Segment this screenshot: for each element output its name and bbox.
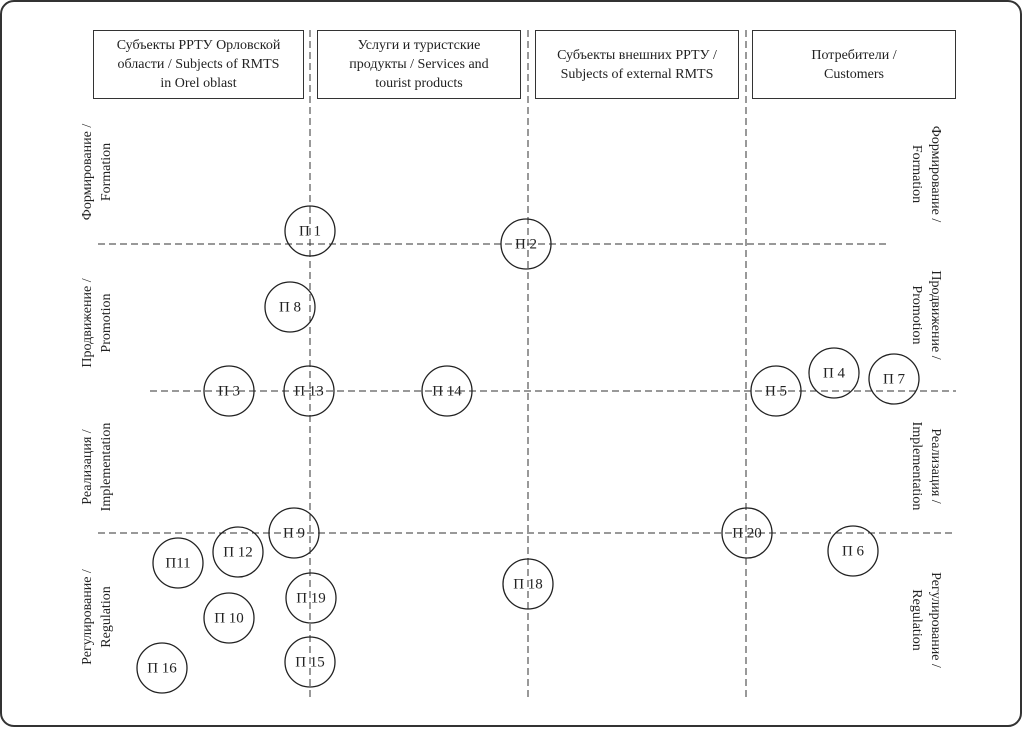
node-label: П 6 bbox=[842, 543, 865, 559]
node-label: П 5 bbox=[765, 383, 787, 399]
node-2: П 2 bbox=[500, 218, 552, 270]
node-circle bbox=[203, 365, 255, 417]
column-header-external-subjects: Субъекты внешних РРТУ / Subjects of exte… bbox=[535, 30, 739, 99]
node-15: П 15 bbox=[284, 636, 336, 688]
node-circle bbox=[808, 347, 860, 399]
node-label: П 16 bbox=[147, 660, 177, 676]
node-label: П 14 bbox=[432, 383, 462, 399]
node-4: П 4 bbox=[808, 347, 860, 399]
node-5: П 5 bbox=[750, 365, 802, 417]
node-19: П 19 bbox=[285, 572, 337, 624]
node-label: П 10 bbox=[214, 610, 244, 626]
node-label: П 3 bbox=[218, 383, 240, 399]
node-circle bbox=[827, 525, 879, 577]
node-9: П 9 bbox=[268, 507, 320, 559]
node-label: П 13 bbox=[294, 383, 324, 399]
node-label: П 20 bbox=[732, 525, 762, 541]
node-12: П 12 bbox=[212, 526, 264, 578]
column-header-orel-subjects: Субъекты РРТУ Орловской области / Subjec… bbox=[93, 30, 304, 99]
node-circle bbox=[500, 218, 552, 270]
node-6: П 6 bbox=[827, 525, 879, 577]
node-label: П 19 bbox=[296, 590, 326, 606]
node-circle bbox=[136, 642, 188, 694]
node-circle bbox=[284, 636, 336, 688]
node-3: П 3 bbox=[203, 365, 255, 417]
node-label: П 1 bbox=[299, 223, 321, 239]
node-label: П 7 bbox=[883, 371, 906, 387]
node-1: П 1 bbox=[284, 205, 336, 257]
node-circle bbox=[152, 537, 204, 589]
node-circle bbox=[721, 507, 773, 559]
node-label: П 8 bbox=[279, 299, 301, 315]
node-circle bbox=[421, 365, 473, 417]
node-label: П 18 bbox=[513, 576, 543, 592]
node-8: П 8 bbox=[264, 281, 316, 333]
node-10: П 10 bbox=[203, 592, 255, 644]
node-circle bbox=[203, 592, 255, 644]
node-circle bbox=[502, 558, 554, 610]
node-label: П 12 bbox=[223, 544, 253, 560]
node-13: П 13 bbox=[283, 365, 335, 417]
nodes-layer: П 1 П 2 П 8 П 3 П 13 П 14 П 5 П 4 П 7 П 9 П 20 П 12… bbox=[136, 205, 920, 694]
node-circle bbox=[264, 281, 316, 333]
node-circle bbox=[285, 572, 337, 624]
column-header-services: Услуги и туристские продукты / Services … bbox=[317, 30, 521, 99]
column-header-customers: Потребители / Customers bbox=[752, 30, 956, 99]
node-20: П 20 bbox=[721, 507, 773, 559]
node-16: П 16 bbox=[136, 642, 188, 694]
node-14: П 14 bbox=[421, 365, 473, 417]
node-circle bbox=[212, 526, 264, 578]
node-circle bbox=[868, 353, 920, 405]
node-circle bbox=[283, 365, 335, 417]
node-label: П 4 bbox=[823, 365, 846, 381]
node-circle bbox=[750, 365, 802, 417]
node-circle bbox=[284, 205, 336, 257]
node-label: П11 bbox=[165, 555, 190, 571]
node-circle bbox=[268, 507, 320, 559]
node-18: П 18 bbox=[502, 558, 554, 610]
node-label: П 9 bbox=[283, 525, 305, 541]
node-7: П 7 bbox=[868, 353, 920, 405]
node-label: П 15 bbox=[295, 654, 325, 670]
node-11: П11 bbox=[152, 537, 204, 589]
node-label: П 2 bbox=[515, 236, 537, 252]
